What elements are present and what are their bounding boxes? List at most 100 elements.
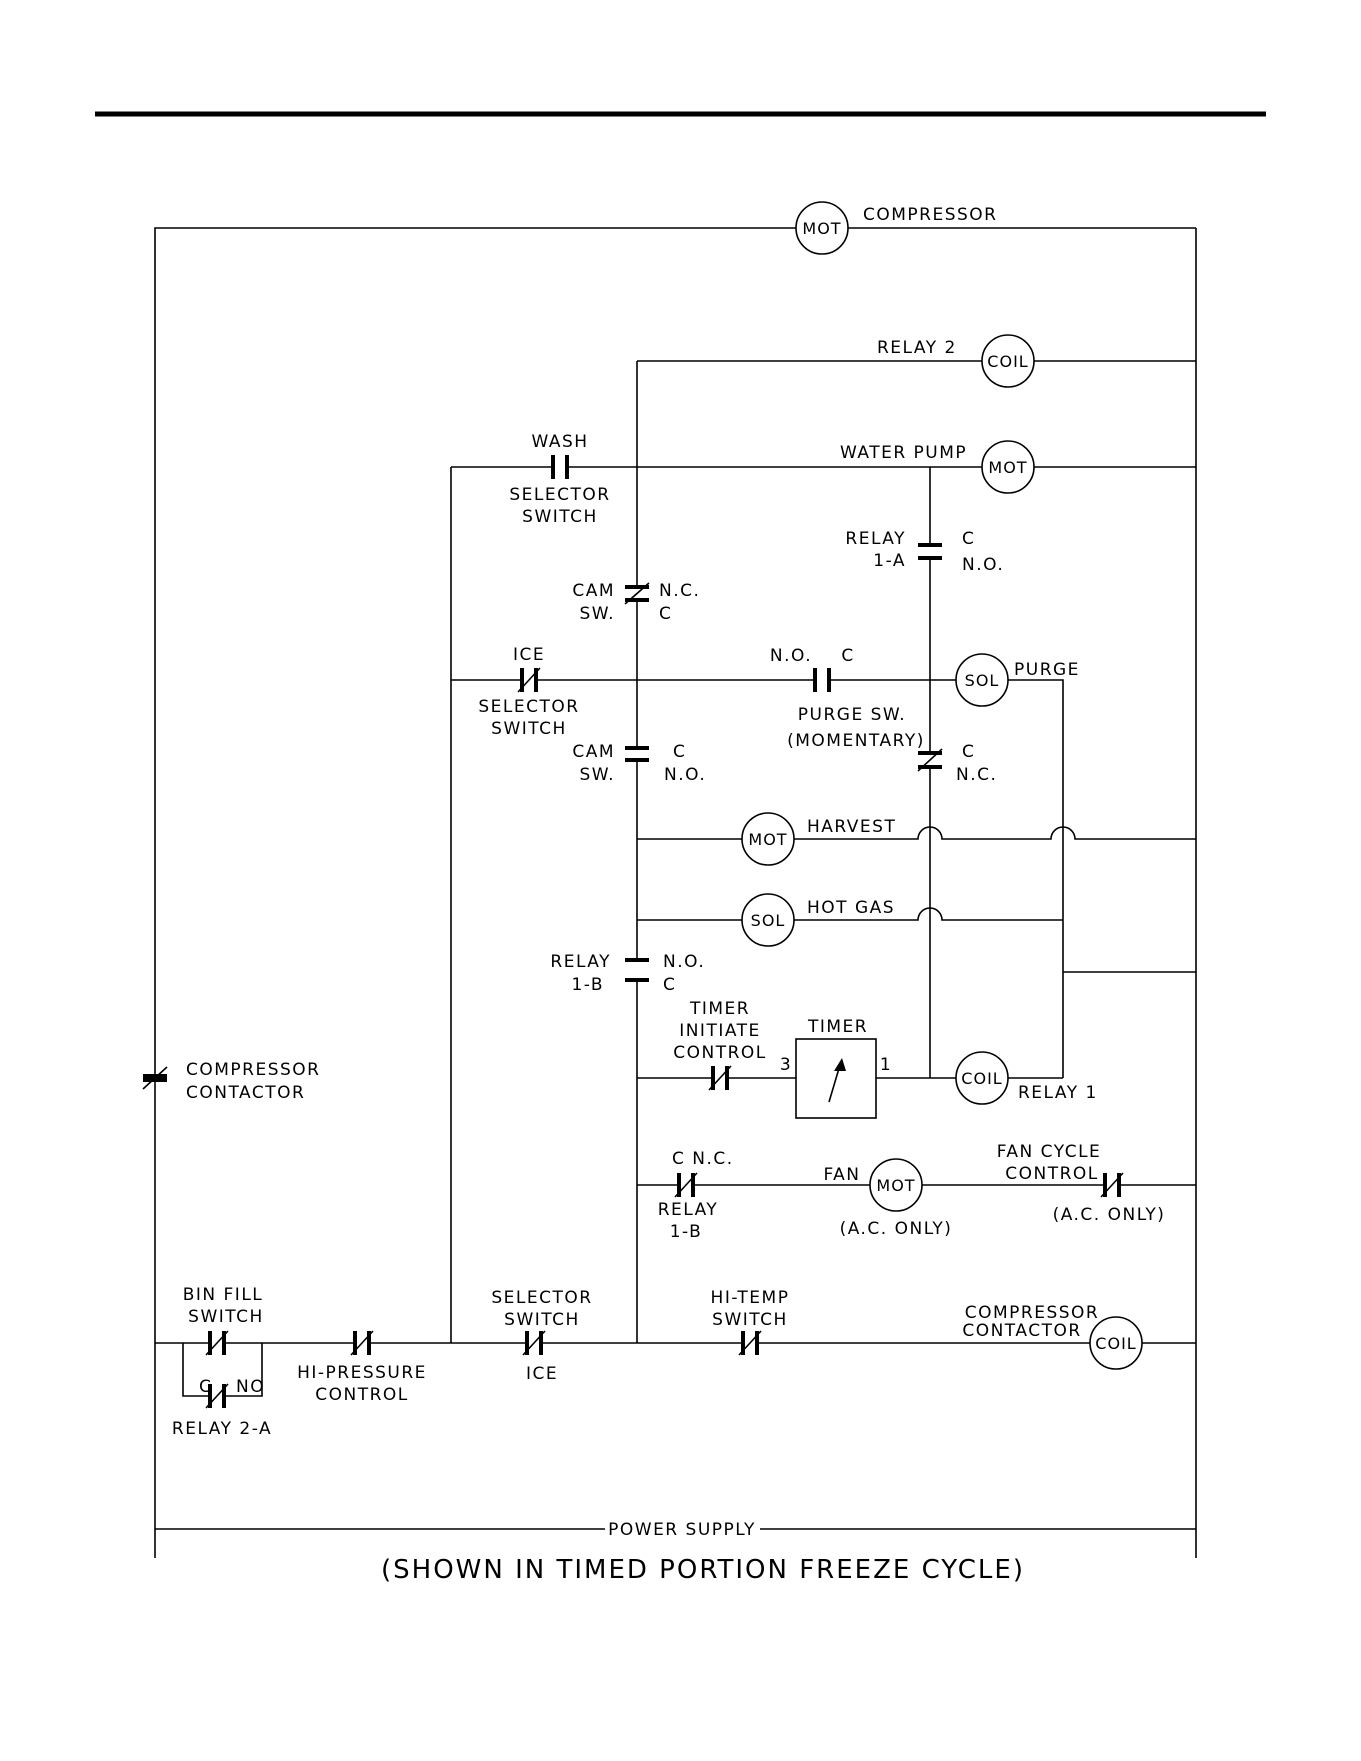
- timer-initiate-label-1: TIMER: [689, 999, 750, 1019]
- relay-1b-contact: [625, 958, 649, 982]
- relay-2a-label: RELAY 2-A: [172, 1419, 272, 1439]
- hi-temp-label-1: HI-TEMP: [711, 1288, 790, 1308]
- compressor-label: COMPRESSOR: [863, 205, 998, 225]
- wash-selector-contact: [551, 455, 569, 479]
- ice-label: ICE: [513, 645, 545, 665]
- ice-selector-contact: [517, 667, 541, 693]
- relay-1a-c: C: [962, 529, 975, 549]
- ice-selector-label: SELECTOR: [478, 697, 579, 717]
- relay-1-coil-label: COIL: [961, 1069, 1002, 1088]
- timer-terminal-1: 1: [880, 1055, 892, 1075]
- relay-1-c: C: [962, 742, 975, 762]
- hot-gas-label: HOT GAS: [807, 898, 895, 918]
- relay-1b-c: C: [663, 975, 676, 995]
- fan-cycle-contact: [1100, 1172, 1124, 1198]
- relay-1a-no: N.O.: [962, 555, 1004, 575]
- relay-1b-no: N.O.: [663, 952, 705, 972]
- hi-temp-label-2: SWITCH: [712, 1310, 788, 1330]
- fan-relay-contact-label: C N.C.: [672, 1149, 734, 1169]
- wires: [154, 227, 1197, 1558]
- hot-gas-solenoid-label: SOL: [751, 911, 786, 930]
- purge-switch-label: PURGE SW.: [798, 705, 906, 725]
- harvest-motor-label: MOT: [748, 830, 787, 849]
- water-pump-motor-label: MOT: [988, 458, 1027, 477]
- selector-ice-label-1: SELECTOR: [491, 1288, 592, 1308]
- harvest-label: HARVEST: [807, 817, 896, 837]
- fan-motor: MOT: [869, 1158, 923, 1212]
- fan-ac-only-label: (A.C. ONLY): [840, 1219, 953, 1239]
- hi-pressure-contact: [350, 1330, 374, 1356]
- timer-initiate-label-2: INITIATE: [679, 1021, 761, 1041]
- momentary-label: (MOMENTARY): [787, 731, 925, 751]
- compressor-contactor-label-1: COMPRESSOR: [186, 1060, 321, 1080]
- compressor-contactor-coil: COIL: [1089, 1316, 1143, 1370]
- selector-ice-label-3: ICE: [526, 1364, 558, 1384]
- water-pump-motor: MOT: [981, 440, 1035, 494]
- compressor-motor-label: MOT: [802, 219, 841, 238]
- compressor-coil-label-2: CONTACTOR: [962, 1321, 1081, 1341]
- cam-switch-1-c: C: [659, 604, 672, 624]
- bin-fill-label-2: SWITCH: [188, 1307, 264, 1327]
- harvest-motor: MOT: [741, 812, 795, 866]
- relay-2-coil: COIL: [981, 334, 1035, 388]
- timer-initiate-contact: [708, 1065, 732, 1091]
- relay-1b-label: RELAY: [550, 952, 611, 972]
- relay-2-coil-label: COIL: [987, 352, 1028, 371]
- bin-fill-label-1: BIN FILL: [183, 1285, 264, 1305]
- relay-1b-id: 1-B: [571, 975, 604, 995]
- hi-pressure-label-1: HI-PRESSURE: [297, 1363, 427, 1383]
- compressor-motor: MOT: [795, 201, 849, 255]
- relay-1a-id: 1-A: [873, 551, 906, 571]
- hi-pressure-label-2: CONTROL: [315, 1385, 409, 1405]
- relay-1a-label: RELAY: [845, 529, 906, 549]
- cam-switch-no-contact: [625, 746, 649, 762]
- cam-switch-1-sw: SW.: [579, 604, 615, 624]
- cam-switch-2-c: C: [673, 742, 686, 762]
- timer-box: [795, 1038, 877, 1119]
- cam-switch-2-sw: SW.: [579, 765, 615, 785]
- ice-switch-label: SWITCH: [491, 719, 567, 739]
- relay-2a-contact: [205, 1383, 229, 1409]
- compressor-coil-label-1: COMPRESSOR: [965, 1303, 1100, 1323]
- wash-selector-label: SELECTOR: [509, 485, 610, 505]
- cam-switch-2-label: CAM: [572, 742, 615, 762]
- wash-label: WASH: [531, 432, 588, 452]
- cam-switch-1-nc: N.C.: [659, 581, 700, 601]
- relay-2a-c: C: [199, 1377, 212, 1397]
- timer-terminal-3: 3: [780, 1055, 792, 1075]
- compressor-contactor-label-2: CONTACTOR: [186, 1083, 305, 1103]
- compressor-contactor-coil-label: COIL: [1095, 1334, 1136, 1353]
- compressor-contactor-contact: [142, 1066, 168, 1090]
- fan-motor-label: MOT: [876, 1176, 915, 1195]
- fan-cycle-ac-only-label: (A.C. ONLY): [1053, 1205, 1166, 1225]
- fan-relay-id: 1-B: [670, 1222, 703, 1242]
- relay-1-nc-contact: [917, 748, 943, 772]
- purge-switch-contact: [813, 668, 831, 692]
- fan-cycle-label-2: CONTROL: [1005, 1164, 1099, 1184]
- purge-solenoid: SOL: [955, 653, 1009, 707]
- cycle-caption: (SHOWN IN TIMED PORTION FREEZE CYCLE): [381, 1555, 1025, 1585]
- bin-fill-contact: [205, 1330, 229, 1356]
- relay-2a-no: NO: [236, 1377, 265, 1397]
- fan-cycle-label-1: FAN CYCLE: [997, 1142, 1102, 1162]
- cam-switch-nc-contact: [624, 582, 650, 605]
- fan-relay-label: RELAY: [658, 1200, 719, 1220]
- selector-ice-contact: [522, 1330, 546, 1356]
- labels: COMPRESSOR RELAY 2 WATER PUMP WASH SELEC…: [172, 205, 1166, 1585]
- relay-1-coil: COIL: [955, 1051, 1009, 1105]
- timer-initiate-label-3: CONTROL: [673, 1043, 767, 1063]
- cam-switch-2-no: N.O.: [664, 765, 706, 785]
- relay-1-label: RELAY 1: [1018, 1083, 1098, 1103]
- purge-label: PURGE: [1014, 660, 1080, 680]
- water-pump-label: WATER PUMP: [840, 443, 967, 463]
- purge-no-label: N.O.: [770, 646, 812, 666]
- hot-gas-solenoid: SOL: [741, 893, 795, 947]
- selector-ice-label-2: SWITCH: [504, 1310, 580, 1330]
- purge-c-label: C: [841, 646, 854, 666]
- wash-switch-label: SWITCH: [522, 507, 598, 527]
- relay-1-nc: N.C.: [956, 765, 997, 785]
- relay-1a-contact: [918, 543, 942, 560]
- relay-2-label: RELAY 2: [877, 338, 957, 358]
- fan-label: FAN: [823, 1165, 860, 1185]
